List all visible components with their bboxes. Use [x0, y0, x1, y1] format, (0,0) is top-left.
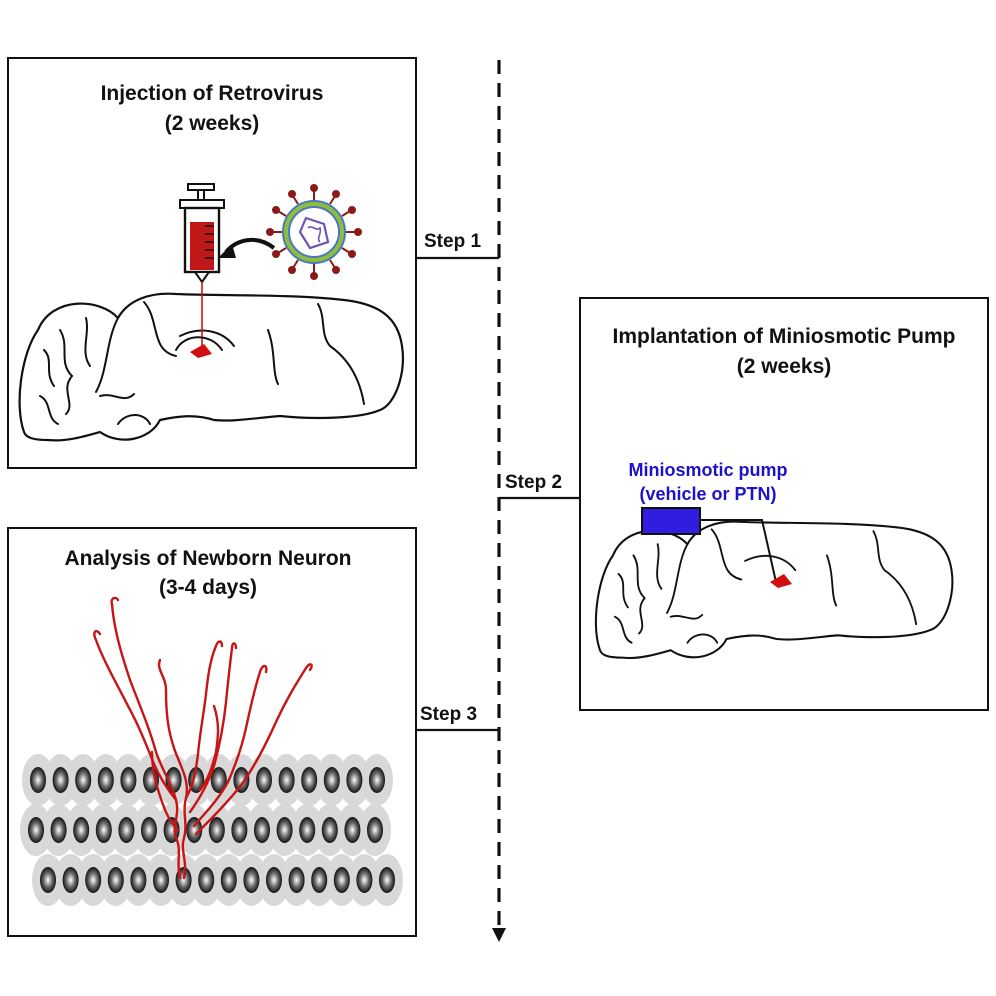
granule-cell-nucleus	[30, 767, 46, 793]
syringe-icon	[179, 183, 225, 348]
granule-cell-nucleus	[321, 817, 338, 843]
granule-cell-nucleus	[120, 767, 137, 793]
granule-cell-nucleus	[367, 817, 383, 843]
implantation-title-line2: (2 weeks)	[737, 355, 832, 378]
granule-cell-nucleus	[276, 817, 293, 843]
granule-cell-nucleus	[153, 867, 169, 893]
granule-cell-nucleus	[208, 817, 225, 843]
granule-cell-nucleus	[311, 867, 328, 893]
granule-cell-nucleus	[97, 767, 114, 793]
granule-cell-nucleus	[198, 867, 215, 893]
granule-cell-nucleus	[344, 817, 361, 843]
step-2-connector: Step 2	[499, 472, 580, 500]
granule-cell-nucleus	[301, 767, 318, 793]
granule-cell-nucleus	[278, 767, 295, 793]
granule-cell-nucleus	[141, 817, 157, 843]
granule-cell-nucleus	[220, 867, 237, 893]
arrow-icon	[492, 928, 506, 942]
step-3-connector: Step 3	[416, 704, 499, 732]
granule-cell-nucleus	[28, 817, 44, 843]
granule-cell-nucleus	[323, 767, 340, 793]
granule-cell-nucleus	[40, 867, 56, 893]
neuron-icon	[93, 596, 313, 880]
granule-cell-nucleus	[73, 817, 90, 843]
granule-cell-nucleus	[130, 867, 147, 893]
granule-cell-nucleus	[379, 867, 395, 893]
miniosmotic-pump-icon	[641, 507, 701, 535]
analysis-title-line2: (3-4 days)	[159, 576, 257, 599]
injection-title-line1: Injection of Retrovirus	[101, 82, 324, 105]
step-2-label: Step 2	[505, 472, 562, 493]
granule-cell-nucleus	[85, 867, 102, 893]
granule-cell-nucleus	[256, 767, 272, 793]
step-3-label: Step 3	[420, 704, 477, 725]
granule-cell-nucleus	[266, 867, 282, 893]
granule-cell-nucleus	[62, 867, 79, 893]
granule-cell-nucleus	[369, 767, 385, 793]
granule-cell-nucleus	[231, 817, 248, 843]
granule-cell-layer	[20, 754, 403, 906]
granule-cell-nucleus	[75, 767, 92, 793]
granule-cell-nucleus	[356, 867, 373, 893]
granule-cell-nucleus	[254, 817, 270, 843]
granule-cell-nucleus	[346, 767, 363, 793]
granule-cell-nucleus	[118, 817, 135, 843]
granule-cell-nucleus	[52, 767, 69, 793]
granule-cell-nucleus	[233, 767, 250, 793]
granule-cell-nucleus	[288, 867, 305, 893]
analysis-title-line1: Analysis of Newborn Neuron	[64, 547, 351, 570]
injection-title-line2: (2 weeks)	[165, 112, 260, 135]
granule-cell-nucleus	[186, 817, 203, 843]
granule-cell-nucleus	[50, 817, 67, 843]
injection-site	[190, 344, 212, 358]
pump-label-line1: Miniosmotic pump	[629, 460, 788, 480]
granule-cell-nucleus	[243, 867, 260, 893]
step-1-connector: Step 1	[416, 231, 499, 260]
retrovirus-icon	[266, 184, 362, 280]
granule-cell-nucleus	[299, 817, 316, 843]
granule-cell-nucleus	[95, 817, 112, 843]
granule-cell-nucleus	[165, 767, 182, 793]
granule-cell-nucleus	[210, 767, 227, 793]
pump-injection-site	[770, 574, 792, 588]
pump-label-line2: (vehicle or PTN)	[639, 484, 776, 504]
pump-catheter	[700, 519, 777, 583]
step-1-label: Step 1	[424, 231, 481, 252]
granule-cell-nucleus	[333, 867, 350, 893]
granule-cell-nucleus	[107, 867, 124, 893]
implantation-title-line1: Implantation of Miniosmotic Pump	[613, 325, 956, 348]
